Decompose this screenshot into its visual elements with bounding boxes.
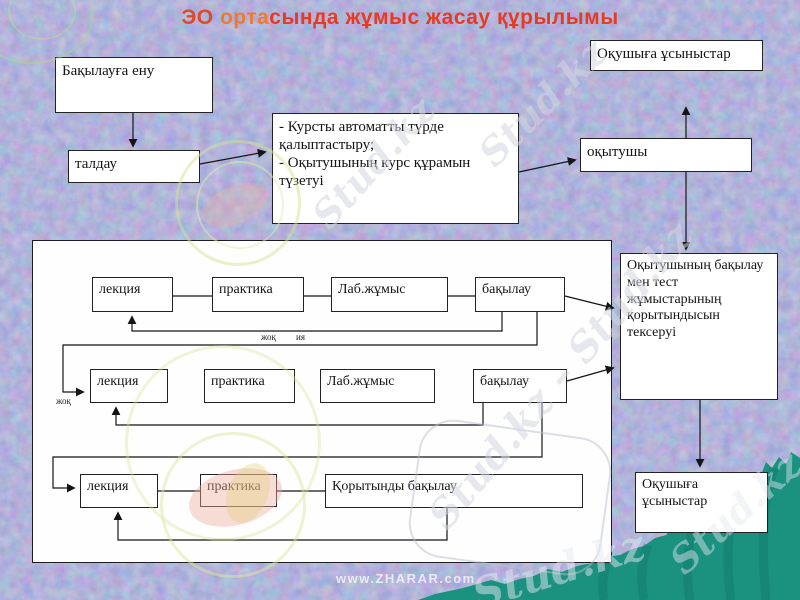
- box-student-suggestions-bottom: Оқушыға ұсыныстар: [635, 472, 768, 533]
- title-part-2: орта: [219, 6, 270, 29]
- box-monitoring-entry: Бақылауға ену: [55, 57, 213, 113]
- box-practice-2: практика: [204, 369, 295, 403]
- box-control-1: бақылау: [475, 277, 565, 312]
- course-formation-line-1: - Курсты автоматты түрде қалыптастыру;: [279, 119, 444, 153]
- box-final-control: Қорытынды бақылау: [325, 474, 583, 508]
- footer-watermark: www.ZHARAR.com: [336, 571, 476, 586]
- label-no-1: жоқ: [261, 332, 276, 342]
- box-analysis: талдау: [68, 150, 200, 183]
- title-part-3: сында жұмыс жасау құрылымы: [269, 6, 619, 29]
- box-practice-3: практика: [200, 474, 277, 507]
- box-lecture-3: лекция: [80, 474, 158, 508]
- slide-title: ЭО ортасында жұмыс жасау құрылымы: [0, 6, 800, 30]
- label-no-2: жоқ: [56, 396, 71, 406]
- box-lab-1: Лаб.жұмыс: [331, 277, 448, 312]
- box-course-formation: - Курсты автоматты түрде қалыптастыру; -…: [272, 113, 519, 224]
- title-part-1: ЭО: [181, 6, 220, 29]
- box-lecture-2: лекция: [90, 369, 168, 403]
- course-formation-line-2: - Оқытушының курс құрамын түзетуі: [279, 155, 471, 189]
- box-lecture-1: лекция: [92, 277, 173, 312]
- label-yes-1: ия: [296, 332, 305, 342]
- box-practice-1: практика: [212, 277, 304, 312]
- box-teacher-review: Оқытушының бақылау мен тест жұмыстарының…: [620, 253, 778, 400]
- box-control-2: бақылау: [473, 369, 567, 403]
- box-student-suggestions-top: Оқушыға ұсыныстар: [590, 40, 763, 71]
- box-teacher: оқытушы: [580, 138, 752, 172]
- box-lab-2: Лаб.жұмыс: [320, 369, 435, 403]
